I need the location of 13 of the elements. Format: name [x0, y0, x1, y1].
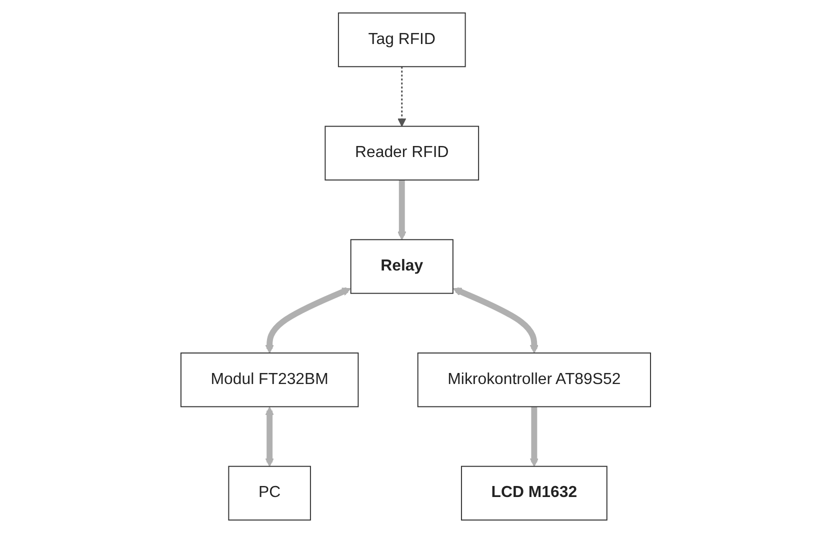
- arrow: [397, 180, 406, 240]
- node-box: Reader RFID: [324, 126, 479, 180]
- node-box: Relay: [350, 239, 454, 294]
- arrow: [264, 406, 274, 467]
- node-box: Mikrokontroller AT89S52: [417, 352, 651, 408]
- arrow: [452, 287, 538, 354]
- node-box: Modul FT232BM: [180, 352, 358, 408]
- arrow: [264, 287, 351, 354]
- node-box: LCD M1632: [460, 466, 608, 521]
- arrow: [530, 406, 538, 467]
- node-box: PC: [228, 466, 311, 521]
- node-box: Tag RFID: [338, 12, 466, 68]
- arrow: [397, 66, 406, 127]
